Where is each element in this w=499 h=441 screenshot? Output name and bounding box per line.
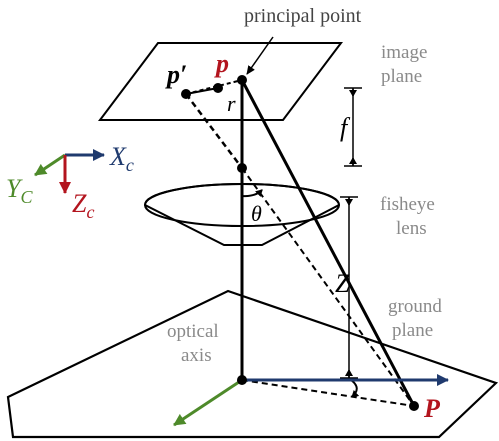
principal-point-label: principal point: [244, 5, 362, 27]
symbol-p: p: [214, 49, 229, 78]
ground-dashed-line: [241, 379, 415, 407]
camera-y-axis-label: YC: [6, 174, 33, 207]
fisheye-lens-label-2: lens: [396, 218, 427, 239]
symbol-p-prime: p′: [165, 60, 187, 89]
symbol-r: r: [227, 91, 236, 116]
ground-angle-arc: [350, 379, 360, 398]
point-P: [409, 401, 419, 411]
projection-ray: [240, 79, 416, 407]
optical-axis-label-2: axis: [181, 345, 212, 366]
image-plane: [97, 42, 344, 121]
image-plane-label-1: image: [381, 42, 427, 63]
ground-y-axis: [173, 378, 243, 427]
ground-plane-label-2: plane: [392, 320, 433, 341]
world-origin: [237, 375, 247, 385]
symbol-Z: Z: [335, 269, 350, 298]
point-p: [213, 83, 223, 93]
camera-y-axis: [34, 153, 66, 177]
lens-center: [237, 163, 247, 173]
ground-plane-label-1: ground: [388, 296, 442, 317]
symbol-f: f: [340, 113, 351, 142]
principal-point-arrow: [246, 36, 274, 75]
theta-ray-dashed: [241, 167, 415, 407]
symbol-theta: θ: [251, 201, 262, 226]
camera-x-axis-label: Xc: [109, 142, 134, 175]
camera-z-axis-label: Zc: [72, 189, 94, 222]
distorted-ray-dashed: [185, 93, 243, 169]
image-plane-label-2: plane: [381, 66, 422, 87]
theta-arc: [241, 189, 263, 198]
symbol-P: P: [423, 394, 441, 423]
optical-axis-label-1: optical: [167, 321, 219, 342]
fisheye-lens-label-1: fisheye: [380, 194, 435, 215]
ground-plane: [6, 289, 499, 439]
point-p-prime: [181, 89, 191, 99]
principal-point: [237, 75, 247, 85]
